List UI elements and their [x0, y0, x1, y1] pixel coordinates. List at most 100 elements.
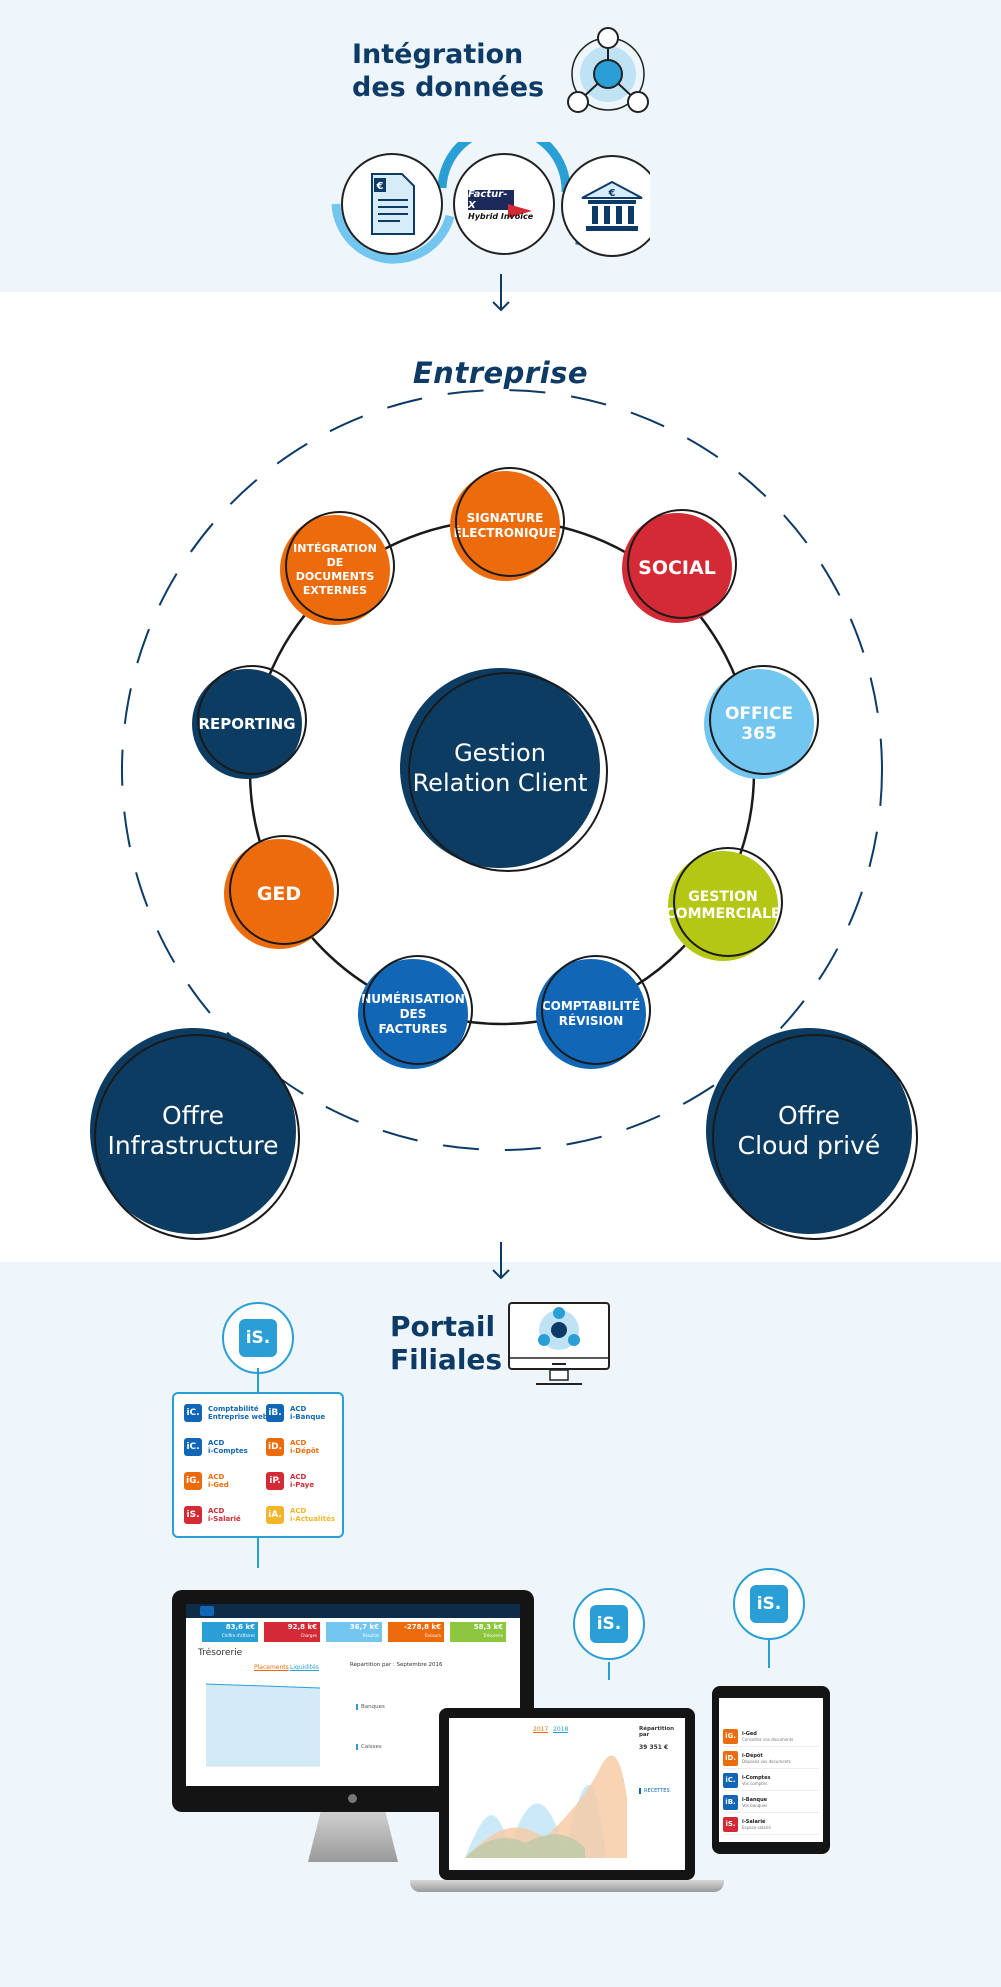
portail-title-line1: Portail [390, 1310, 496, 1343]
monitor-logo-icon [200, 1606, 214, 1616]
is-logo-icon: iS. [750, 1585, 788, 1623]
kpi-card[interactable]: 36,7 k€Résultat [326, 1622, 382, 1642]
tablet-app-icon: iS. [723, 1816, 738, 1832]
social-node-ring [627, 509, 737, 619]
apple-logo-icon [348, 1794, 357, 1803]
bank-euro-label: € [608, 188, 616, 199]
tablet-app-name: i-Ged [742, 1730, 757, 1737]
app-label-line1: ACD [208, 1473, 225, 1481]
laptop-year-2017[interactable]: 2017 [533, 1726, 549, 1733]
is-logo-icon: iS. [590, 1605, 628, 1643]
app-label-line2: i-Banque [290, 1413, 326, 1421]
tablet-app-icon: iD. [723, 1750, 738, 1766]
entreprise-title: Entreprise [412, 356, 589, 390]
app-icon: iS. [184, 1506, 202, 1524]
monitor-topbar [186, 1604, 520, 1618]
monitor-tab-placements[interactable]: Placements [254, 1664, 289, 1671]
kpi-value: 83,6 k€ [225, 1623, 255, 1631]
kpi-card[interactable]: 58,3 k€Trésorerie [450, 1622, 506, 1642]
down-arrow-icon [492, 274, 510, 312]
laptop-base [410, 1880, 724, 1892]
tablet-app-name: i-Salarié [742, 1818, 766, 1825]
app-icon: iG. [184, 1472, 202, 1490]
app-label-line1: Comptabilité [208, 1405, 259, 1413]
tablet-app-icon: iB. [723, 1794, 738, 1810]
integration-documents-node-ring [285, 511, 395, 621]
integration-title-line2: des données [352, 72, 545, 103]
monitor-tab-liquidites[interactable]: Liquidités [290, 1664, 319, 1671]
monitor-banques: Banques [356, 1704, 385, 1710]
app-icon: iC. [184, 1404, 202, 1422]
laptop-repartition: Répartition par [639, 1726, 675, 1738]
kpi-value: 58,3 k€ [473, 1623, 503, 1631]
center-ring [408, 672, 608, 872]
network-icon [567, 27, 649, 113]
top-section: Intégration des données € Factur-X Hy [0, 0, 1001, 292]
app-icon: iC. [184, 1438, 202, 1456]
laptop-area-chart [465, 1755, 627, 1858]
monitor-network-icon [508, 1302, 610, 1385]
app-label-line1: ACD [290, 1439, 307, 1447]
laptop-year-2018[interactable]: 2018 [553, 1726, 569, 1733]
facturx-brand: Factur-X [468, 189, 514, 211]
kpi-card[interactable]: 83,6 k€ Chiffre d'affaires [202, 1622, 258, 1642]
tablet-app-name: i-Dépôt [742, 1752, 763, 1759]
kpi-card[interactable]: 92,8 k€ Charges [264, 1622, 320, 1642]
kpi-value: 92,8 k€ [287, 1623, 317, 1631]
app-label-line2: i-Paye [290, 1481, 315, 1489]
portail-title-line2: Filiales [390, 1343, 503, 1376]
laptop: 2017 2018 Répartition par 39 351 € RECET… [439, 1708, 695, 1880]
app-label-line2: i-Dépôt [290, 1447, 320, 1455]
bank-icon: € [581, 180, 643, 231]
kpi-label: Charges [300, 1633, 317, 1638]
kpi-value: -278,8 k€ [403, 1623, 441, 1631]
app-icon: iD. [266, 1438, 284, 1456]
tablet-app-name: i-Comptes [742, 1774, 771, 1781]
portail-title: Portail Filiales [390, 1310, 502, 1376]
ged-node-ring [229, 835, 339, 945]
integration-title-line1: Intégration [352, 39, 524, 70]
numerisation-node-ring [363, 955, 473, 1065]
laptop-screen: 2017 2018 Répartition par 39 351 € RECET… [449, 1718, 685, 1870]
down-arrow-icon-2 [492, 1242, 510, 1280]
app-label-line1: ACD [290, 1405, 307, 1413]
tablet-app-desc: Vos comptes [742, 1780, 768, 1786]
app-label-line2: Entreprise web [208, 1413, 268, 1421]
facturx-sub: Hybrid Invoice [468, 212, 534, 221]
invoice-document-icon: € [371, 173, 415, 235]
app-label-line2: i-Salarié [208, 1515, 241, 1523]
monitor-section-title: Trésorerie [198, 1648, 243, 1658]
kpi-label: Chiffre d'affaires [222, 1633, 255, 1638]
offer-infrastructure-ring [94, 1034, 300, 1240]
tablet-app-icon: iC. [723, 1772, 738, 1788]
tablet-app-desc: Déposez vos documents [742, 1758, 791, 1764]
kpi-card[interactable]: -278,8 k€Encours [388, 1622, 444, 1642]
tablet-app-desc: Consultez vos documents [742, 1736, 794, 1742]
monitor-area-chart [205, 1683, 321, 1767]
